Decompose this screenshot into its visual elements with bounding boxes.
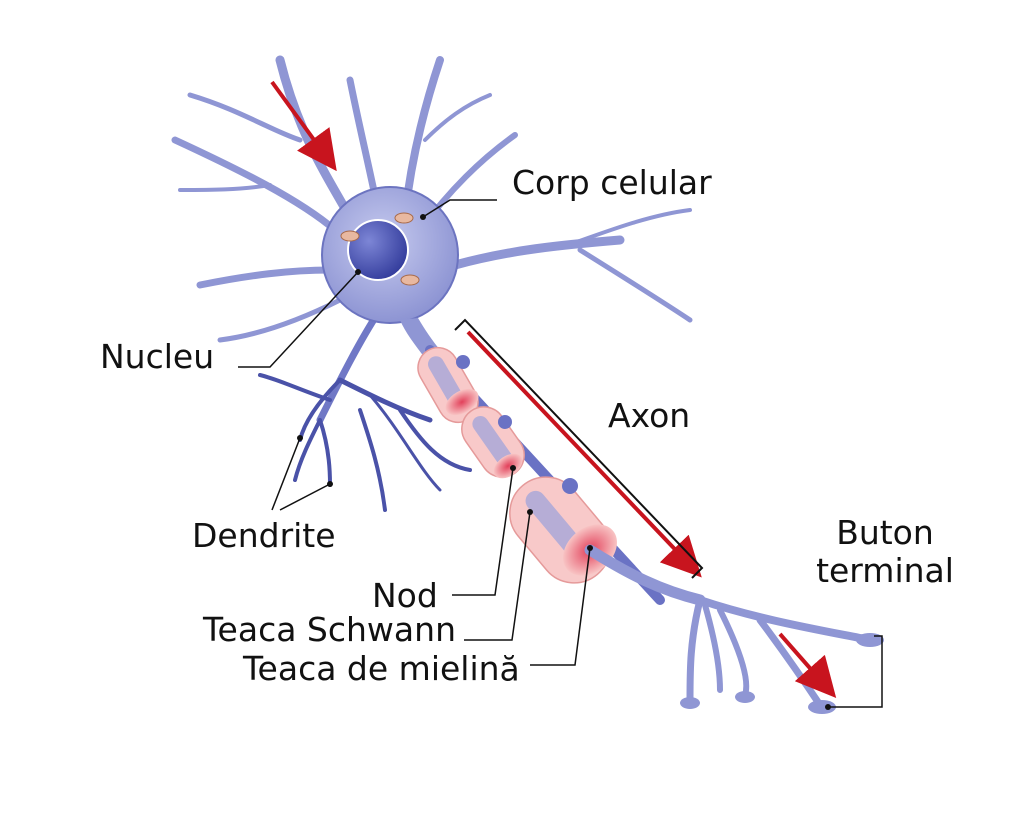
label-buton-line2: terminal: [816, 550, 954, 590]
organelle: [400, 274, 420, 286]
label-buton-line1: Buton: [836, 513, 934, 552]
label-axon: Axon: [608, 396, 691, 435]
label-teaca-schwann: Teaca Schwann: [203, 610, 456, 649]
label-buton-terminal: Buton terminal: [810, 514, 960, 590]
myelin-sheath: [417, 346, 617, 584]
organelle: [340, 230, 360, 242]
terminal-bouton: [856, 633, 884, 647]
nucleus: [347, 219, 409, 281]
organelle: [394, 212, 414, 224]
terminal-bouton: [808, 700, 836, 714]
signal-arrow-dendrite: [270, 80, 337, 172]
leader-lines: [238, 199, 883, 708]
terminal-bouton: [680, 697, 700, 709]
label-dendrite: Dendrite: [192, 516, 336, 555]
label-teaca-mielina: Teaca de mielină: [243, 649, 520, 688]
signal-arrow-axon: [466, 330, 702, 578]
label-nod: Nod: [372, 576, 438, 615]
label-nucleu: Nucleu: [100, 337, 215, 376]
axon-bracket: [454, 318, 704, 579]
terminal-bouton: [735, 691, 755, 703]
label-corp-celular: Corp celular: [512, 163, 712, 202]
signal-arrow-terminal: [778, 632, 837, 699]
leader-dots: [297, 214, 831, 710]
